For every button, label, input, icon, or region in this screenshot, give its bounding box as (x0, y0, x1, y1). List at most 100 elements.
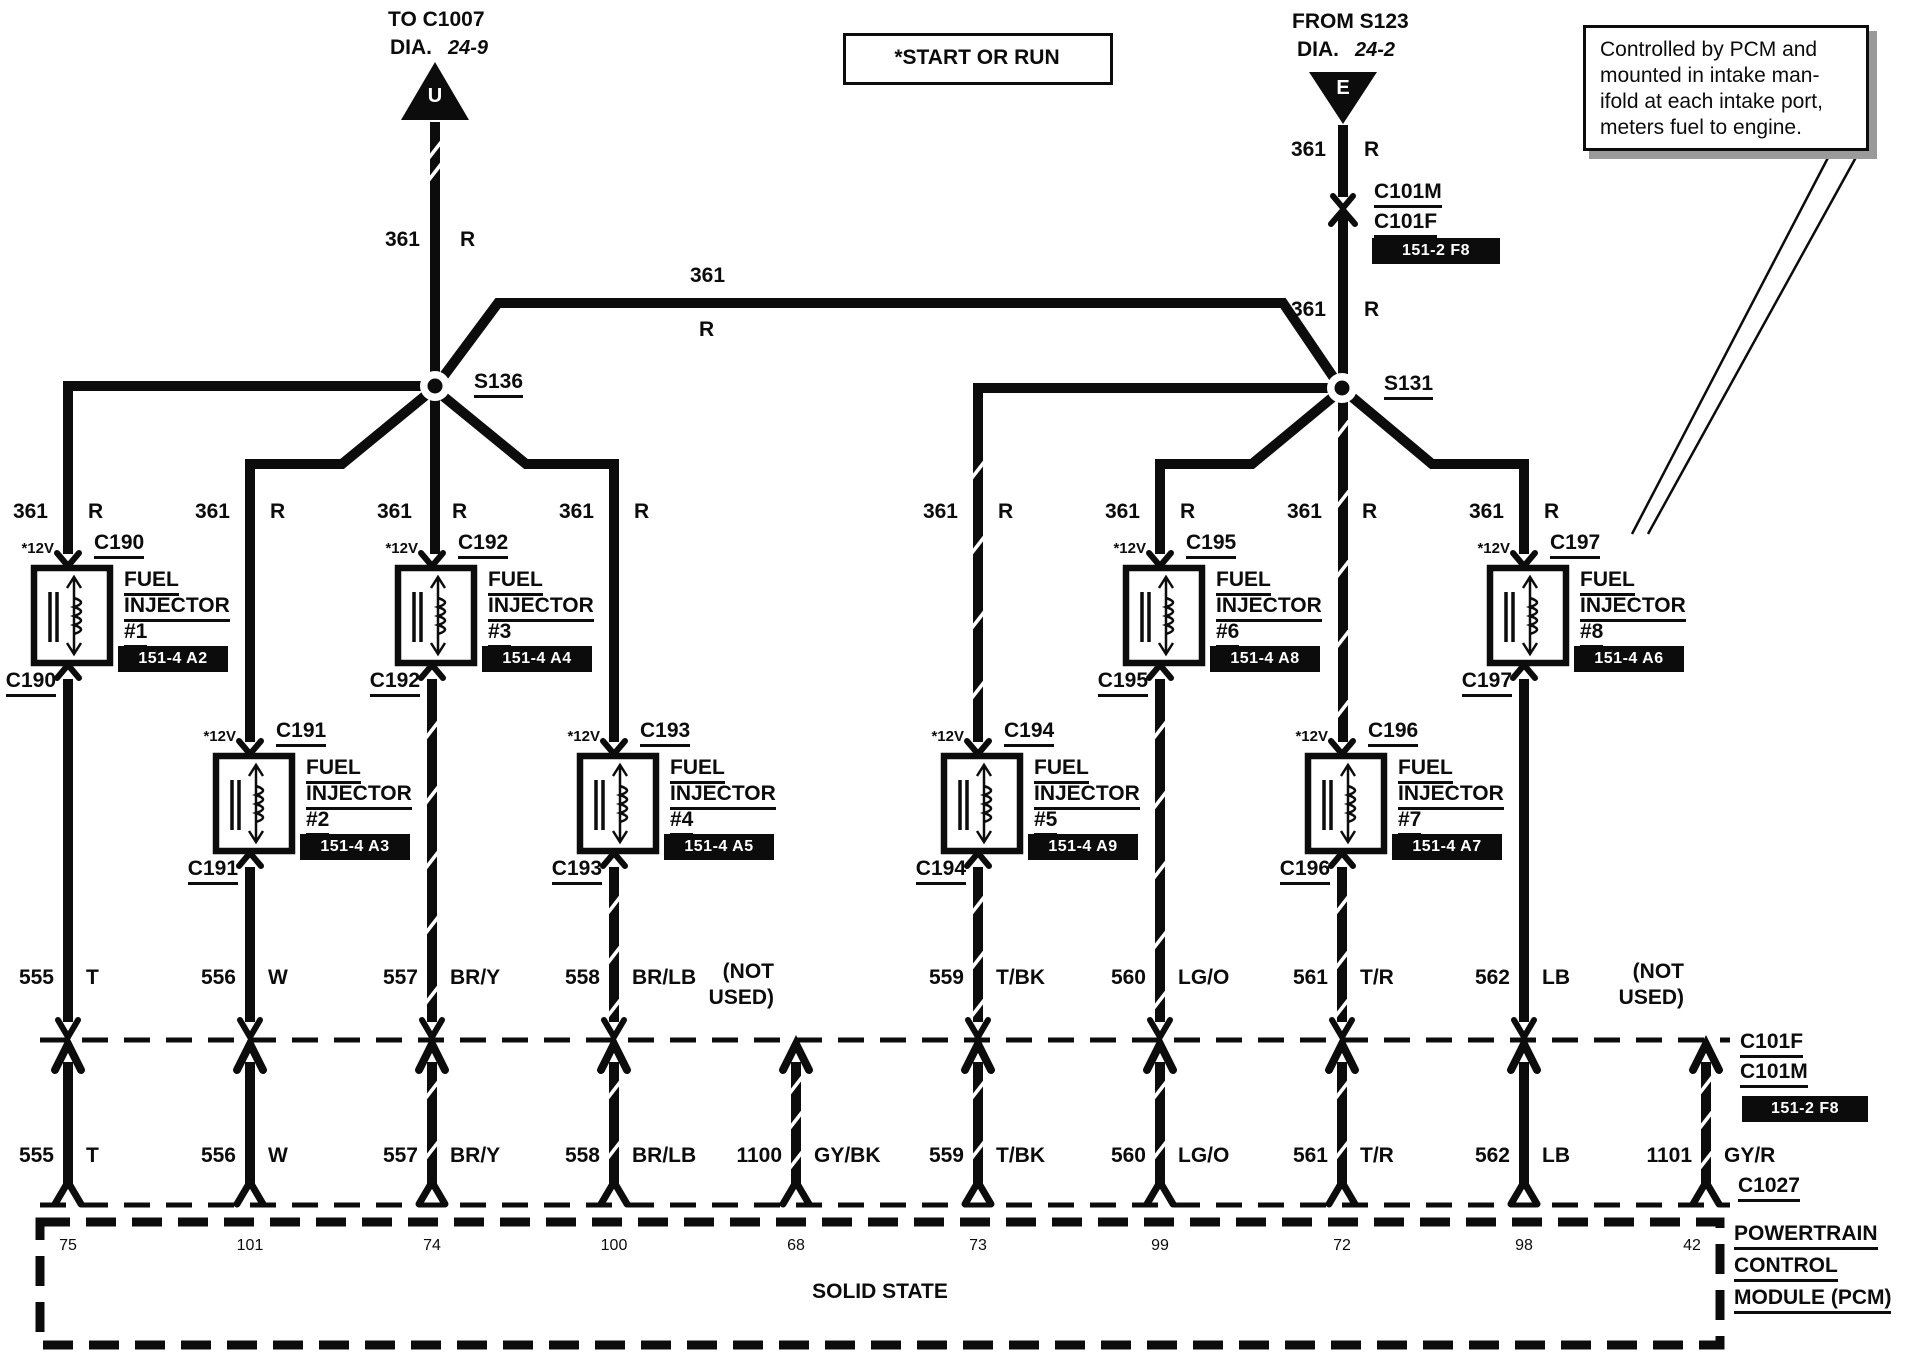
ref-to-dia-num: 24-9 (448, 37, 489, 59)
inj5-code: 151-4 A9 (1028, 834, 1138, 860)
inj7-connector-bottom: C196 (1279, 857, 1330, 885)
inj3-name3: #3 (488, 620, 512, 648)
callout-pointer-lines (1630, 149, 1862, 535)
inj5-circuit: 361 (922, 500, 958, 523)
pcm-box-outline (35, 1217, 1725, 1350)
inj1-color: R (88, 500, 104, 523)
inj5-connector-bottom: C194 (915, 857, 966, 885)
inj6-connector-bottom: C195 (1097, 669, 1148, 697)
row2-num-558: 558 (564, 1144, 600, 1167)
inj1-code: 151-4 A2 (118, 646, 228, 672)
row2-color-w: W (268, 1144, 288, 1167)
inj6-name3: #6 (1216, 620, 1240, 648)
row1-color-bry: BR/Y (450, 966, 501, 989)
inj1-name2: INJECTOR (124, 594, 230, 622)
pcm-pin-101: 101 (236, 1237, 264, 1254)
inj3-color: R (452, 500, 468, 523)
row2-color-bry: BR/Y (450, 1144, 501, 1167)
pcm-solid-state: SOLID STATE (812, 1280, 948, 1303)
pcm-pin-75: 75 (59, 1237, 77, 1254)
inj1-12v: *12V (21, 540, 54, 557)
pcm-name-3: MODULE (PCM) (1734, 1286, 1892, 1314)
pcm-pin-42: 42 (1683, 1237, 1701, 1254)
color-r-e-upper: R (1364, 138, 1380, 161)
row2-num-562: 562 (1474, 1144, 1510, 1167)
inj3-12v: *12V (385, 540, 418, 557)
inj4-circuit: 361 (558, 500, 594, 523)
circuit-361-e-upper: 361 (1290, 138, 1326, 161)
ref-from-letter: E (1336, 77, 1350, 99)
inj4-name1: FUEL (670, 756, 725, 784)
row1-num-557: 557 (382, 966, 418, 989)
down-arrow-icon (1309, 72, 1377, 124)
inj6-color: R (1180, 500, 1196, 523)
callout-line1: Controlled by PCM and (1600, 38, 1818, 61)
inj3-connector-top: C192 (458, 531, 509, 559)
reference-arrows (401, 62, 1377, 124)
pcm-pin-74: 74 (423, 1237, 441, 1254)
inj1-connector-bottom: C190 (5, 669, 56, 697)
inj8-code: 151-4 A6 (1574, 646, 1684, 672)
row1-num-560: 560 (1110, 966, 1146, 989)
row1-color-t: T (86, 966, 99, 989)
inj8-connector-top: C197 (1550, 531, 1601, 559)
inj7-color: R (1362, 500, 1378, 523)
inj7-name3: #7 (1398, 808, 1422, 836)
circuit-361-e-lower: 361 (1290, 298, 1326, 321)
inj2-name1: FUEL (306, 756, 361, 784)
color-r-e-lower: R (1364, 298, 1380, 321)
callout-line4: meters fuel to engine. (1600, 116, 1802, 139)
callout-box: Controlled by PCM and mounted in intake … (1583, 25, 1869, 151)
row2-num-555: 555 (18, 1144, 54, 1167)
inj7-name1: FUEL (1398, 756, 1453, 784)
row1-color-brlb: BR/LB (632, 966, 697, 989)
inj1-connector-top: C190 (94, 531, 145, 559)
connector-c101m-top: C101M (1374, 180, 1442, 208)
connector-c101m-bottom: C101M (1740, 1060, 1808, 1088)
splice-s136-label: S136 (474, 370, 524, 398)
row1-num-559: 559 (928, 966, 964, 989)
inj6-12v: *12V (1113, 540, 1146, 557)
inj2-name2: INJECTOR (306, 782, 412, 810)
row1-num-562: 562 (1474, 966, 1510, 989)
wire-group (63, 122, 1711, 1186)
inj7-circuit: 361 (1286, 500, 1322, 523)
wire-hash-marks (423, 139, 1715, 1171)
inj2-circuit: 361 (194, 500, 230, 523)
inj7-connector-top: C196 (1368, 719, 1419, 747)
inj2-12v: *12V (203, 728, 236, 745)
inj5-connector-top: C194 (1004, 719, 1055, 747)
callout-line2: mounted in intake man- (1600, 64, 1820, 87)
inj3-code: 151-4 A4 (482, 646, 592, 672)
inj5-color: R (998, 500, 1014, 523)
connector-c101f-bottom: C101F (1740, 1030, 1804, 1058)
callout-line3: ifold at each intake port, (1600, 90, 1823, 113)
pcm-pin-99: 99 (1151, 1237, 1169, 1254)
row2-num-557: 557 (382, 1144, 418, 1167)
row1-not-used-1: (NOT (722, 960, 774, 983)
pcm-pin-98: 98 (1515, 1237, 1533, 1254)
inj5-name3: #5 (1034, 808, 1058, 836)
inj2-color: R (270, 500, 286, 523)
inj3-name1: FUEL (488, 568, 543, 596)
row2-num-561: 561 (1292, 1144, 1328, 1167)
inj2-connector-top: C191 (276, 719, 327, 747)
ref-from-title: FROM S123 (1292, 10, 1409, 33)
pcm-name-2: CONTROL (1734, 1254, 1838, 1282)
row1-not-used-r2: USED) (1618, 986, 1684, 1009)
up-arrow-icon (401, 62, 469, 120)
row1-color-tbk: T/BK (996, 966, 1045, 989)
inj1-name3: #1 (124, 620, 148, 648)
row1-num-558: 558 (564, 966, 600, 989)
color-r-bus: R (699, 318, 715, 341)
inj4-color: R (634, 500, 650, 523)
row1-color-w: W (268, 966, 288, 989)
inj6-circuit: 361 (1104, 500, 1140, 523)
row2-color-tr: T/R (1360, 1144, 1394, 1167)
row1-color-lgo: LG/O (1178, 966, 1230, 989)
inj8-name3: #8 (1580, 620, 1604, 648)
row2-color-brlb: BR/LB (632, 1144, 697, 1167)
inj1-circuit: 361 (12, 500, 48, 523)
row2-color-gybk: GY/BK (814, 1144, 881, 1167)
